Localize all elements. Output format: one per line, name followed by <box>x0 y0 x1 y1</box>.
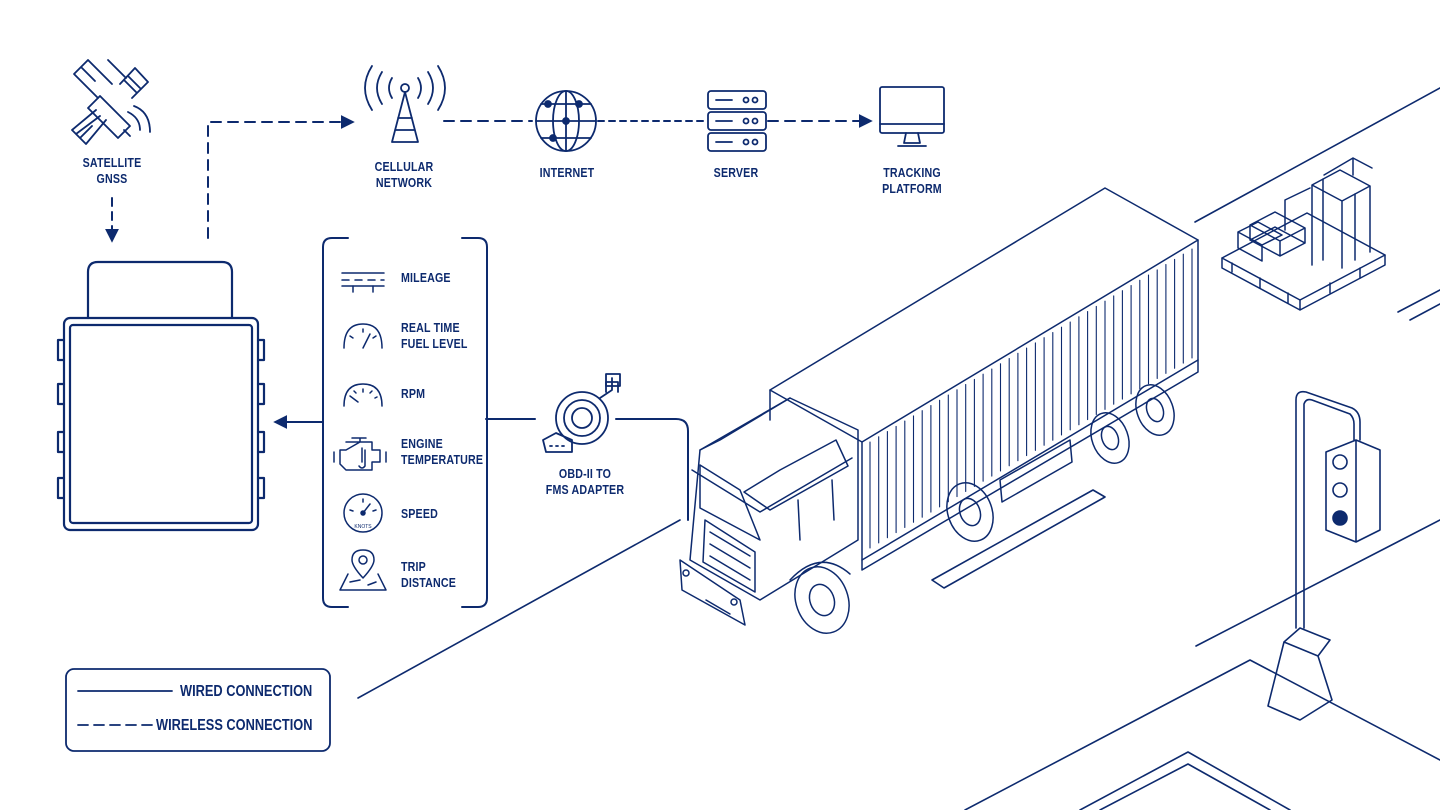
street-edge-left <box>357 519 681 699</box>
pallet-boxes-icon <box>1221 157 1386 311</box>
traffic-light-icon <box>1267 390 1381 721</box>
satellite-icon <box>71 59 151 145</box>
legend <box>65 668 331 752</box>
param-label-mileage: MILEAGE <box>401 270 451 285</box>
engine-temperature-icon <box>333 437 387 471</box>
rpm-gauge-icon <box>343 383 383 407</box>
street-edge-right <box>1194 87 1440 223</box>
street-scene <box>357 87 1440 810</box>
cell-tower-icon <box>364 65 446 143</box>
fuel-gauge-icon <box>343 323 383 349</box>
globe-icon <box>535 90 597 152</box>
sidewalk-corner <box>964 659 1440 810</box>
road-icon <box>341 272 385 293</box>
map-pin-icon <box>339 549 387 591</box>
param-label-rpm: RPM <box>401 386 426 401</box>
speedometer-icon <box>343 493 383 533</box>
param-label-speed: SPEED <box>401 506 438 521</box>
building-outline <box>1079 751 1291 810</box>
server-icon <box>707 90 767 152</box>
road-marking <box>931 489 1106 589</box>
server-label: SERVER <box>713 165 759 180</box>
legend-wired-label: WIRED CONNECTION <box>180 683 313 700</box>
legend-wireless-label: WIRELESS CONNECTION <box>156 717 313 734</box>
sidewalk-edge <box>1195 519 1440 647</box>
truck-icon <box>679 187 1199 634</box>
gps-tracker-device-icon <box>56 260 266 532</box>
internet-label: INTERNET <box>539 165 595 180</box>
road-marking <box>1397 289 1440 321</box>
speedometer-units: KNOTS <box>354 524 372 530</box>
obd-adapter-icon <box>542 373 621 453</box>
monitor-icon <box>879 86 945 147</box>
connection-lines <box>105 114 873 521</box>
wireless-link <box>207 115 355 239</box>
data-bracket <box>322 237 488 608</box>
wired-link <box>615 418 689 521</box>
